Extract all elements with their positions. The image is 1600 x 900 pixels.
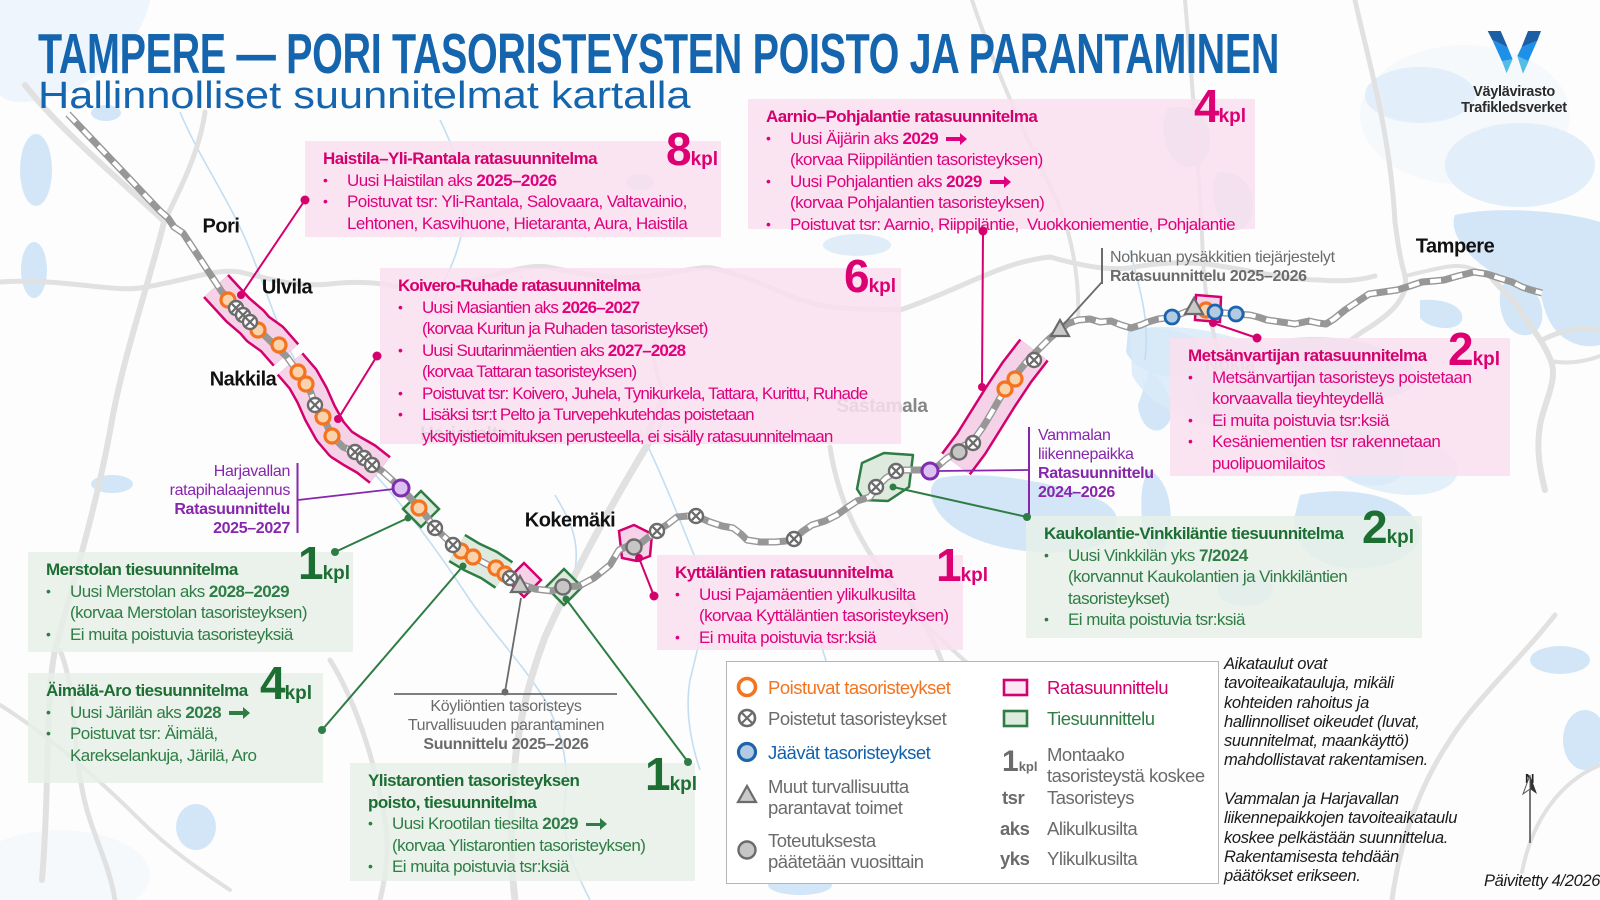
svg-text:Väylävirasto: Väylävirasto xyxy=(1473,84,1555,100)
svg-text:Trafikledsverket: Trafikledsverket xyxy=(1461,100,1567,116)
